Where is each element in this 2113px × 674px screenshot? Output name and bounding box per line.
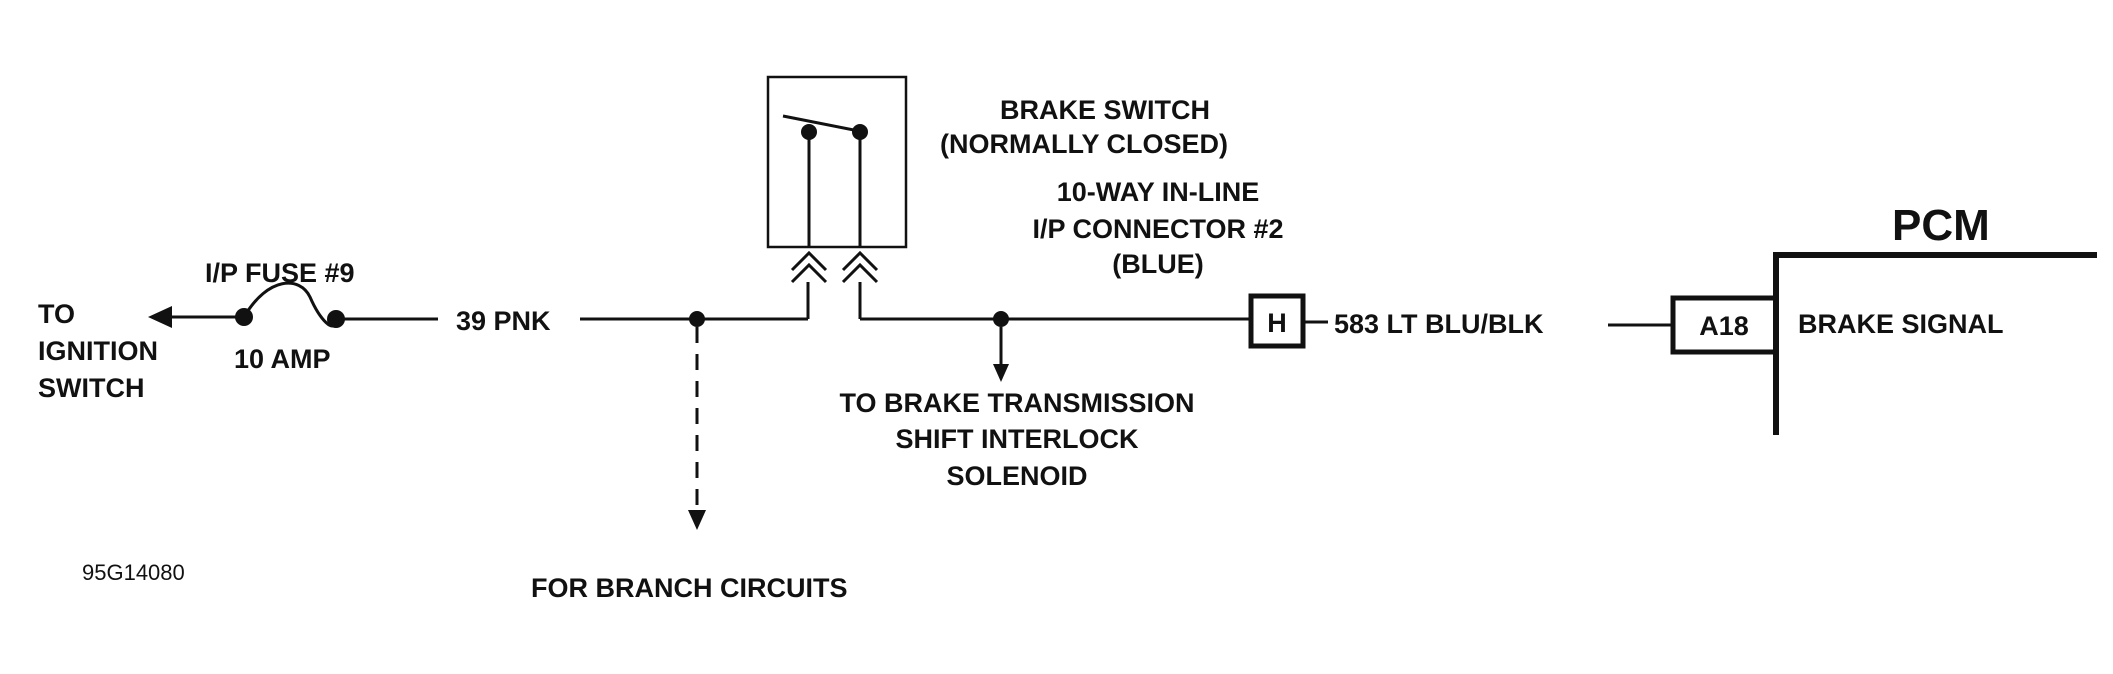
wire-583-label: 583 LT BLU/BLK [1334, 309, 1544, 339]
pcm-pin-label: A18 [1699, 311, 1749, 341]
switch-connector-chevrons [790, 250, 879, 284]
pcm-signal-label: BRAKE SIGNAL [1798, 309, 2004, 339]
to-ignition-label-1: TO [38, 299, 75, 329]
figure-code: 95G14080 [82, 560, 185, 585]
splice-dot-right [993, 311, 1009, 327]
interlock-label-2: SHIFT INTERLOCK [896, 424, 1139, 454]
fuse-rating-label: 10 AMP [234, 344, 331, 374]
brake-switch [766, 75, 908, 249]
splice-dot-left [689, 311, 705, 327]
branch-circuits-label: FOR BRANCH CIRCUITS [531, 573, 848, 603]
connector-label-2: I/P CONNECTOR #2 [1032, 214, 1283, 244]
brake-switch-label-1: BRAKE SWITCH [1000, 95, 1210, 125]
branch-circuits-arrow [688, 327, 706, 530]
interlock-label-1: TO BRAKE TRANSMISSION [839, 388, 1194, 418]
interlock-arrow [993, 327, 1009, 382]
connector-label-1: 10-WAY IN-LINE [1057, 177, 1260, 207]
to-ignition-label-3: SWITCH [38, 373, 144, 403]
pcm-title: PCM [1892, 201, 1990, 250]
connector-pin-label: H [1267, 308, 1287, 338]
fuse-name-label: I/P FUSE #9 [205, 258, 355, 288]
wire-39-label: 39 PNK [456, 306, 551, 336]
interlock-label-3: SOLENOID [946, 461, 1087, 491]
to-ignition-arrow [148, 306, 238, 328]
to-ignition-label-2: IGNITION [38, 336, 158, 366]
pcm-outline [1773, 252, 2097, 435]
fuse-symbol [235, 281, 345, 328]
brake-switch-label-2: (NORMALLY CLOSED) [940, 129, 1228, 159]
connector-label-3: (BLUE) [1112, 249, 1203, 279]
